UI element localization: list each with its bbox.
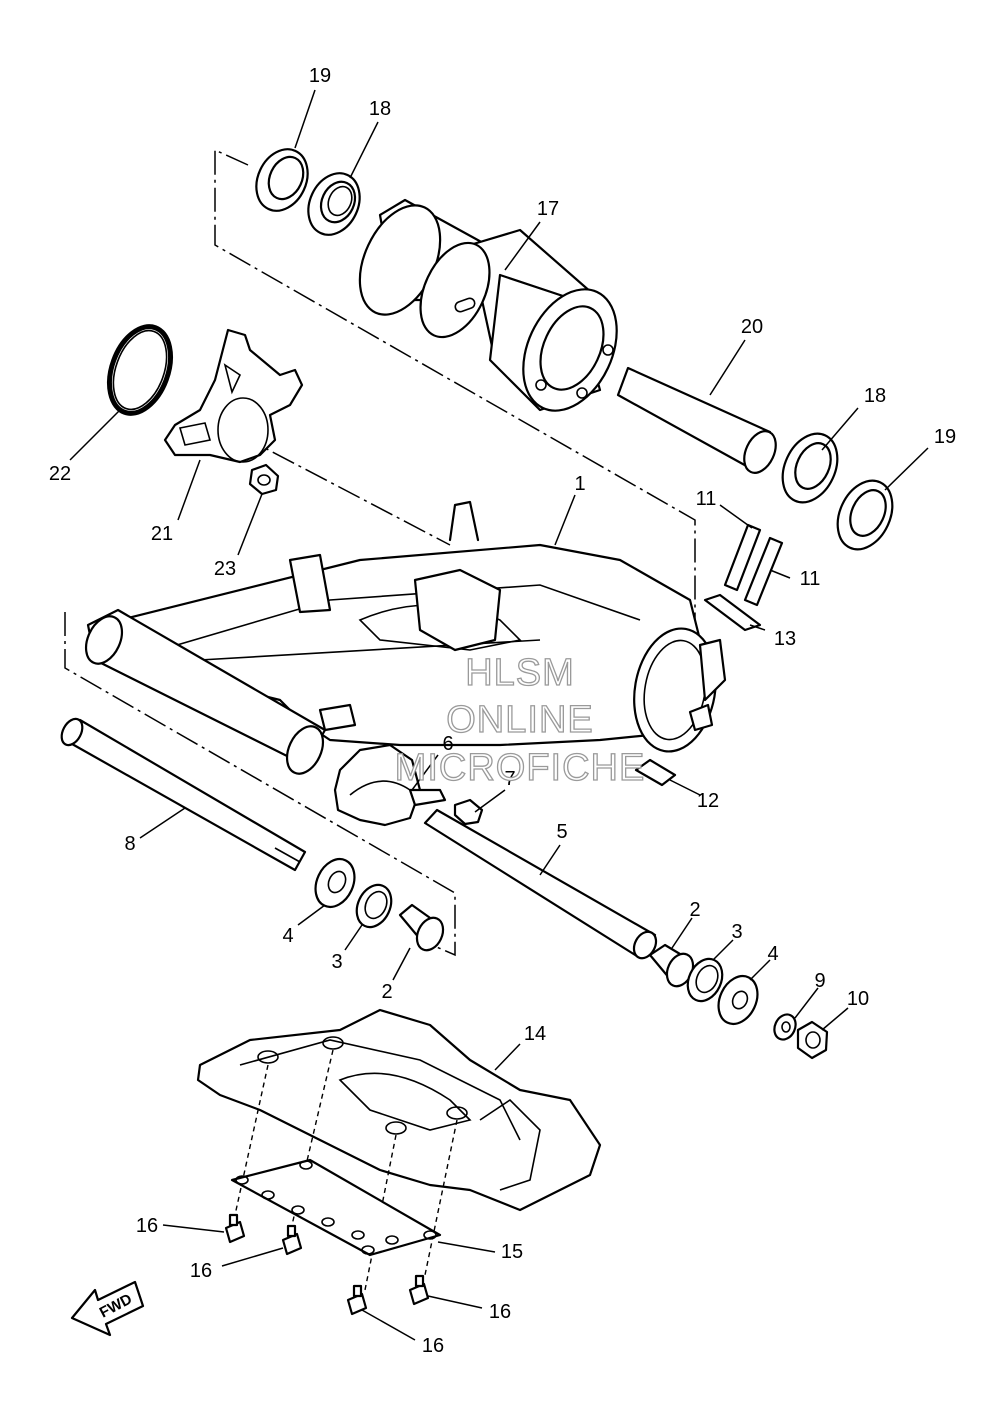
part-12-plate (634, 758, 677, 787)
part-3-oil-seal-left (355, 883, 393, 929)
part-18-bearing-lower (781, 432, 839, 504)
callout-3-right: 3 (731, 921, 742, 943)
callout-14: 14 (524, 1023, 546, 1045)
callout-13: 13 (774, 628, 796, 650)
callout-8: 8 (124, 833, 135, 855)
callout-15: 15 (501, 1241, 523, 1263)
part-2-bearing-left (398, 903, 445, 952)
mount-alignment-lines (234, 1049, 458, 1291)
callout-3-left: 3 (331, 951, 342, 973)
leader-lines (69, 89, 929, 1341)
alignment-lines (64, 148, 696, 957)
part-11-bolts (723, 523, 784, 607)
callout-4-left: 4 (282, 925, 293, 947)
part-19-oil-seal-upper (255, 148, 309, 212)
callout-11-lower: 11 (800, 568, 821, 590)
callout-16-b: 16 (190, 1260, 212, 1282)
part-22-circlip (107, 324, 173, 416)
callout-numbers: 19 18 17 20 18 19 22 21 23 1 11 11 13 12… (49, 65, 956, 1357)
part-16-bolt-a (224, 1213, 246, 1244)
callout-22: 22 (49, 463, 71, 485)
part-10-nut (796, 1020, 829, 1060)
callout-16-d: 16 (422, 1335, 444, 1357)
callout-16-a: 16 (136, 1215, 158, 1237)
part-4-thrust-cover-right (717, 974, 759, 1026)
part-1-swingarm (84, 500, 727, 775)
callout-2-right: 2 (689, 899, 700, 921)
part-8-pivot-shaft (60, 717, 307, 872)
part-21-brake-bracket (163, 328, 304, 464)
part-5-collar (423, 808, 658, 960)
part-17-hub-housing (358, 198, 618, 412)
part-14-skid-guard (196, 1008, 602, 1212)
callout-19-upper: 19 (309, 65, 331, 87)
part-20-collar-spacer (616, 366, 777, 474)
part-6-clamp-cap (333, 743, 447, 827)
callout-7: 7 (504, 768, 515, 790)
callout-19-lower: 19 (934, 426, 956, 448)
callout-4-right: 4 (767, 943, 778, 965)
watermark: HLSM ONLINE MICROFICHE (394, 651, 646, 789)
part-7-bolt (453, 798, 484, 826)
callout-1: 1 (574, 473, 585, 495)
part-16-bolt-b (281, 1224, 303, 1256)
part-3-oil-seal-right (686, 957, 724, 1003)
part-19-oil-seal-lower (836, 479, 894, 551)
part-16-bolt-d (346, 1284, 368, 1316)
watermark-line-3: MICROFICHE (395, 747, 646, 789)
callout-18-lower: 18 (864, 385, 886, 407)
callout-17: 17 (537, 198, 559, 220)
part-18-bearing-upper (307, 172, 361, 236)
part-16-bolt-c (408, 1274, 430, 1306)
watermark-line-2: ONLINE (446, 699, 593, 741)
callout-12: 12 (697, 790, 719, 812)
callout-23: 23 (214, 558, 236, 580)
part-2-bearing-right (648, 943, 695, 988)
callout-11-upper: 11 (696, 488, 717, 510)
callout-16-c: 16 (489, 1301, 511, 1323)
callout-9: 9 (814, 970, 825, 992)
callout-18-upper: 18 (369, 98, 391, 120)
callout-5: 5 (556, 821, 567, 843)
part-15-protector-plate (230, 1158, 442, 1257)
part-23-nut (248, 463, 280, 496)
callout-2-left: 2 (381, 981, 392, 1003)
callout-6: 6 (442, 733, 453, 755)
part-4-thrust-cover-left (314, 857, 356, 909)
part-9-washer (773, 1013, 797, 1041)
callout-10: 10 (847, 988, 869, 1010)
part-13-lock-washer (703, 593, 762, 632)
callout-20: 20 (741, 316, 763, 338)
callout-21: 21 (151, 523, 173, 545)
watermark-line-1: HLSM (465, 652, 575, 694)
forward-direction-arrow: FWD (70, 1280, 145, 1337)
